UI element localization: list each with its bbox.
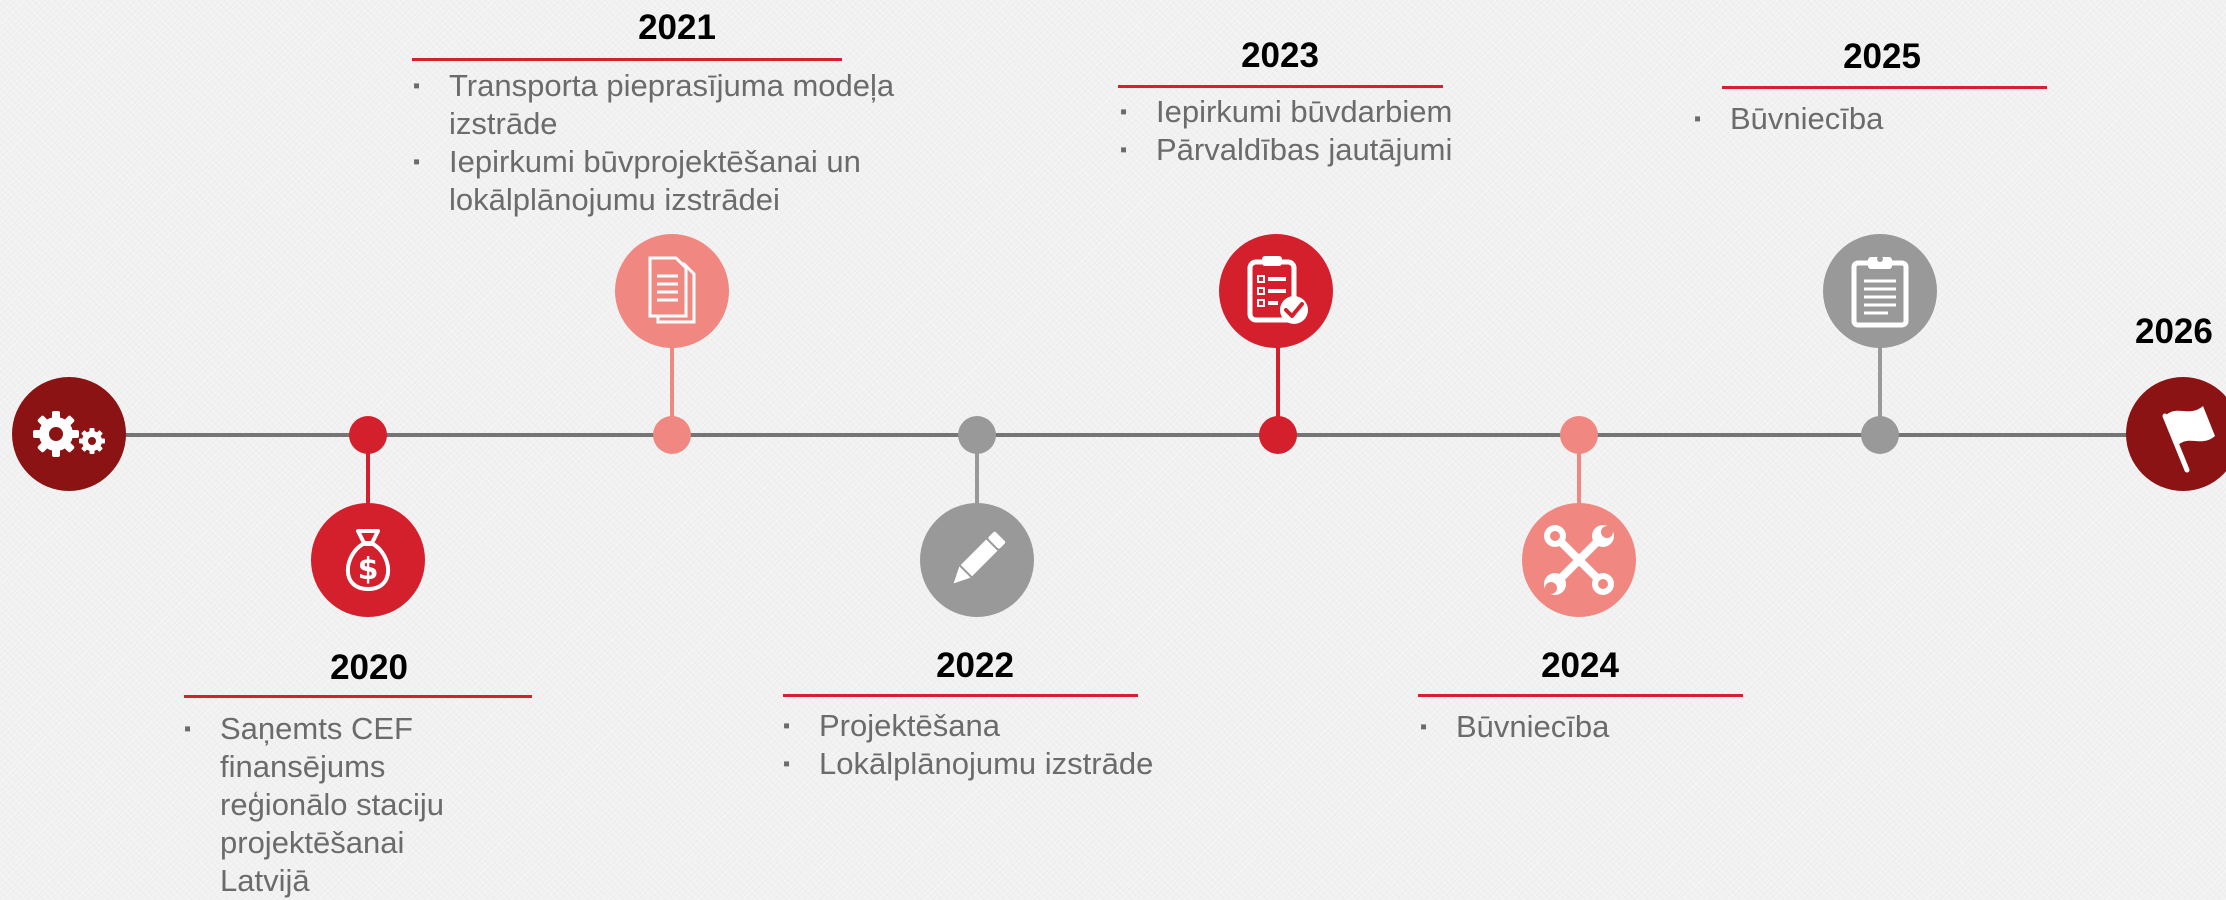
list-item: Projektēšana <box>783 707 1203 745</box>
tools-icon <box>1544 525 1614 595</box>
rule-2020 <box>184 695 532 698</box>
timeline-axis <box>90 433 2150 437</box>
milestone-dot-2023 <box>1259 416 1297 454</box>
rule-2024 <box>1418 694 1743 697</box>
milestone-stem-2025 <box>1878 340 1882 420</box>
year-2026-label: 2026 <box>2135 312 2213 351</box>
pencil-icon <box>953 531 1006 584</box>
bullets-2025: Būvniecība <box>1694 100 1994 138</box>
milestone-icon-2025 <box>1823 234 1937 348</box>
list-item: Transporta pieprasījuma modeļa izstrāde <box>413 67 923 143</box>
milestone-icon-2024 <box>1522 503 1636 617</box>
milestone-icon-2023 <box>1219 234 1333 348</box>
svg-text:$: $ <box>358 552 379 587</box>
milestone-dot-2025 <box>1861 416 1899 454</box>
bullets-2021: Transporta pieprasījuma modeļa izstrāde … <box>413 67 923 219</box>
milestone-icon-2021 <box>615 234 729 348</box>
year-label-2021: 2021 <box>638 8 716 47</box>
year-label-2024: 2024 <box>1541 646 1619 685</box>
milestone-dot-2021 <box>653 416 691 454</box>
rule-2025 <box>1722 86 2047 89</box>
year-label-2023: 2023 <box>1241 36 1319 75</box>
milestone-stem-2022 <box>975 435 979 505</box>
milestone-stem-2020 <box>366 435 370 505</box>
start-gears-icon <box>12 377 126 491</box>
milestone-stem-2023 <box>1276 340 1280 420</box>
list-item: Būvniecība <box>1420 708 1720 746</box>
milestone-stem-2024 <box>1577 435 1581 505</box>
year-label-2022: 2022 <box>936 646 1014 685</box>
list-item: Saņemts CEF finansējums reģionālo stacij… <box>184 710 474 900</box>
milestone-icon-2022 <box>920 503 1034 617</box>
year-label-2025: 2025 <box>1843 37 1921 76</box>
bullets-2022: Projektēšana Lokālplānojumu izstrāde <box>783 707 1203 783</box>
milestone-icon-2020: $ <box>311 503 425 617</box>
list-item: Lokālplānojumu izstrāde <box>783 745 1203 783</box>
rule-2023 <box>1118 85 1443 88</box>
money-bag-icon: $ <box>345 529 391 592</box>
list-item: Iepirkumi būvprojektēšanai un lokālplāno… <box>413 143 923 219</box>
bullets-2024: Būvniecība <box>1420 708 1720 746</box>
documents-icon <box>648 256 696 324</box>
year-label-2020: 2020 <box>330 648 408 687</box>
clipboard-checklist-icon <box>1247 256 1308 324</box>
list-item: Būvniecība <box>1694 100 1994 138</box>
rule-2022 <box>783 694 1138 697</box>
list-item: Pārvaldības jautājumi <box>1120 131 1520 169</box>
bullets-2023: Iepirkumi būvdarbiem Pārvaldības jautāju… <box>1120 93 1520 169</box>
clipboard-icon <box>1851 256 1909 328</box>
list-item: Iepirkumi būvdarbiem <box>1120 93 1520 131</box>
milestone-stem-2021 <box>670 340 674 420</box>
rule-2021 <box>412 58 842 61</box>
bullets-2020: Saņemts CEF finansējums reģionālo stacij… <box>184 710 474 900</box>
end-flag-icon <box>2126 377 2226 491</box>
